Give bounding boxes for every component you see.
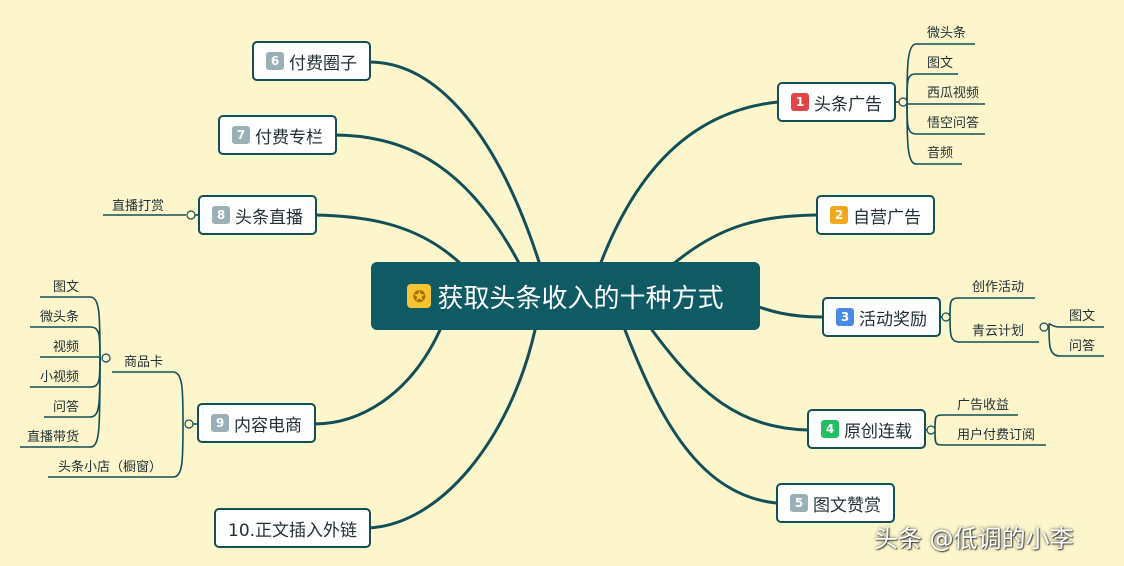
branch-label-2: 自营广告	[853, 207, 921, 228]
connector-b5	[623, 328, 778, 505]
watermark: 头条 @低调的小李	[874, 525, 1074, 553]
branch-node-5[interactable]: 5 图文赞赏	[776, 483, 895, 523]
leaf-b3-2[interactable]: 青云计划	[972, 324, 1025, 339]
badge-4: 4	[821, 420, 839, 438]
leaf-b4-2[interactable]: 用户付费订阅	[957, 428, 1036, 443]
branch-node-1[interactable]: 1 头条广告	[777, 82, 896, 122]
connector-b7	[332, 133, 522, 267]
leaf-b3-1[interactable]: 创作活动	[972, 280, 1025, 295]
branch-node-2[interactable]: 2 自营广告	[816, 195, 935, 235]
branch-node-3[interactable]: 3 活动奖励	[822, 297, 941, 337]
leaf-b9-1[interactable]: 商品卡	[124, 355, 164, 370]
connector-b8	[313, 213, 464, 267]
connector-b10	[366, 328, 537, 530]
branch-node-10[interactable]: 10.正文插入外链	[214, 508, 372, 548]
branch-label-1: 头条广告	[814, 94, 882, 115]
branch-label-10: 10.正文插入外链	[228, 520, 358, 541]
branch-label-7: 付费专栏	[255, 127, 323, 148]
leaf-b1-3[interactable]: 西瓜视频	[927, 86, 980, 101]
branch-node-4[interactable]: 4 原创连载	[807, 409, 926, 449]
connector-b4	[650, 328, 810, 432]
leaf-b8-1[interactable]: 直播打赏	[112, 199, 165, 214]
leaf-b4-1[interactable]: 广告收益	[957, 398, 1010, 413]
branch-label-4: 原创连载	[844, 421, 912, 442]
branch-node-9[interactable]: 9 内容电商	[197, 403, 316, 443]
leaf-b9-1-6[interactable]: 直播带货	[27, 430, 80, 445]
connector-b2	[670, 213, 818, 267]
medal-icon: ✪	[407, 284, 432, 308]
branch-label-3: 活动奖励	[859, 309, 927, 330]
leaf-b1-5[interactable]: 音频	[927, 146, 954, 161]
leaf-b9-2[interactable]: 头条小店（橱窗）	[58, 460, 163, 475]
branch-node-8[interactable]: 8 头条直播	[198, 195, 317, 235]
root-topic[interactable]: ✪ 获取头条收入的十种方式	[371, 262, 760, 330]
leaf-b9-1-2[interactable]: 微头条	[40, 310, 80, 325]
leaf-b1-4[interactable]: 悟空问答	[927, 116, 980, 131]
leaf-b9-1-4[interactable]: 小视频	[40, 370, 80, 385]
branch-node-6[interactable]: 6 付费圈子	[252, 41, 371, 81]
leaf-b3-2-1[interactable]: 图文	[1069, 309, 1096, 324]
branch-label-9: 内容电商	[234, 415, 302, 436]
connector-b1	[598, 100, 780, 267]
connector-b9	[312, 328, 442, 426]
leaf-b9-1-5[interactable]: 问答	[53, 400, 80, 415]
badge-8: 8	[212, 206, 230, 224]
leaf-b3-2-2[interactable]: 问答	[1069, 339, 1096, 354]
badge-2: 2	[830, 206, 848, 224]
leaf-b9-1-1[interactable]: 图文	[53, 280, 80, 295]
badge-1: 1	[791, 93, 809, 111]
leaf-b1-1[interactable]: 微头条	[927, 26, 967, 41]
root-label: 获取头条收入的十种方式	[437, 283, 724, 314]
badge-5: 5	[790, 494, 808, 512]
leaf-b9-1-3[interactable]: 视频	[53, 340, 80, 355]
connector-b6	[367, 60, 542, 267]
leaf-b1-2[interactable]: 图文	[927, 56, 954, 71]
branch-node-7[interactable]: 7 付费专栏	[218, 115, 337, 155]
badge-3: 3	[836, 308, 854, 326]
badge-6: 6	[266, 52, 284, 70]
badge-9: 9	[211, 414, 229, 432]
branch-label-6: 付费圈子	[289, 53, 357, 74]
badge-7: 7	[232, 126, 250, 144]
branch-label-5: 图文赞赏	[813, 495, 881, 516]
branch-label-8: 头条直播	[235, 207, 303, 228]
